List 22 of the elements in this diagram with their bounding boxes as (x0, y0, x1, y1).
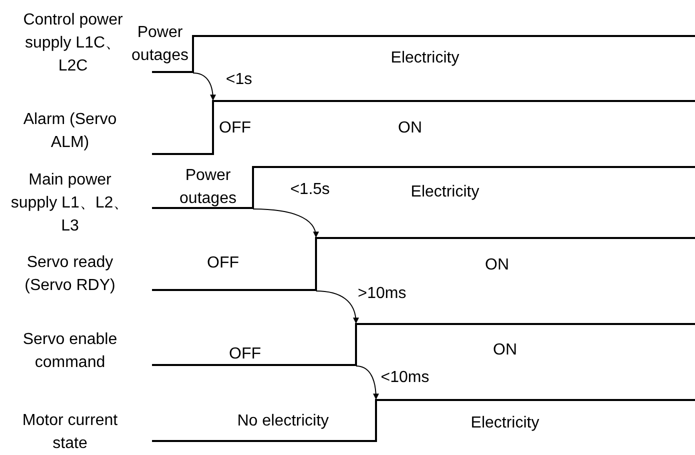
low-state-label: OFF (207, 254, 239, 274)
timing-arrow (192, 72, 216, 101)
timing-arrow (316, 290, 359, 324)
signal-name: Motor current state (21, 411, 119, 454)
high-state-label: ON (398, 118, 422, 138)
low-state-label: No electricity (237, 412, 329, 432)
signal-name: Servo ready (Servo RDY) (24, 253, 116, 296)
low-state-label: OFF (219, 118, 251, 138)
signal-name: Alarm (Servo ALM) (22, 110, 118, 153)
high-state-label: Electricity (390, 48, 460, 68)
low-state-label: Power outages (178, 166, 238, 209)
signal-name: Control power supply L1C、L2C (22, 10, 124, 76)
high-state-label: ON (485, 256, 509, 276)
timing-arrow (356, 366, 379, 400)
signal-name: Servo enable command (22, 330, 118, 373)
signal-name: Main power supply L1、L2、L3 (10, 170, 130, 236)
high-state-label: ON (493, 340, 517, 360)
high-state-label: Electricity (410, 182, 480, 202)
low-state-label: Power outages (130, 23, 190, 66)
high-state-label: Electricity (470, 414, 540, 434)
low-state-label: OFF (229, 344, 261, 364)
timing-arrow (252, 208, 318, 238)
